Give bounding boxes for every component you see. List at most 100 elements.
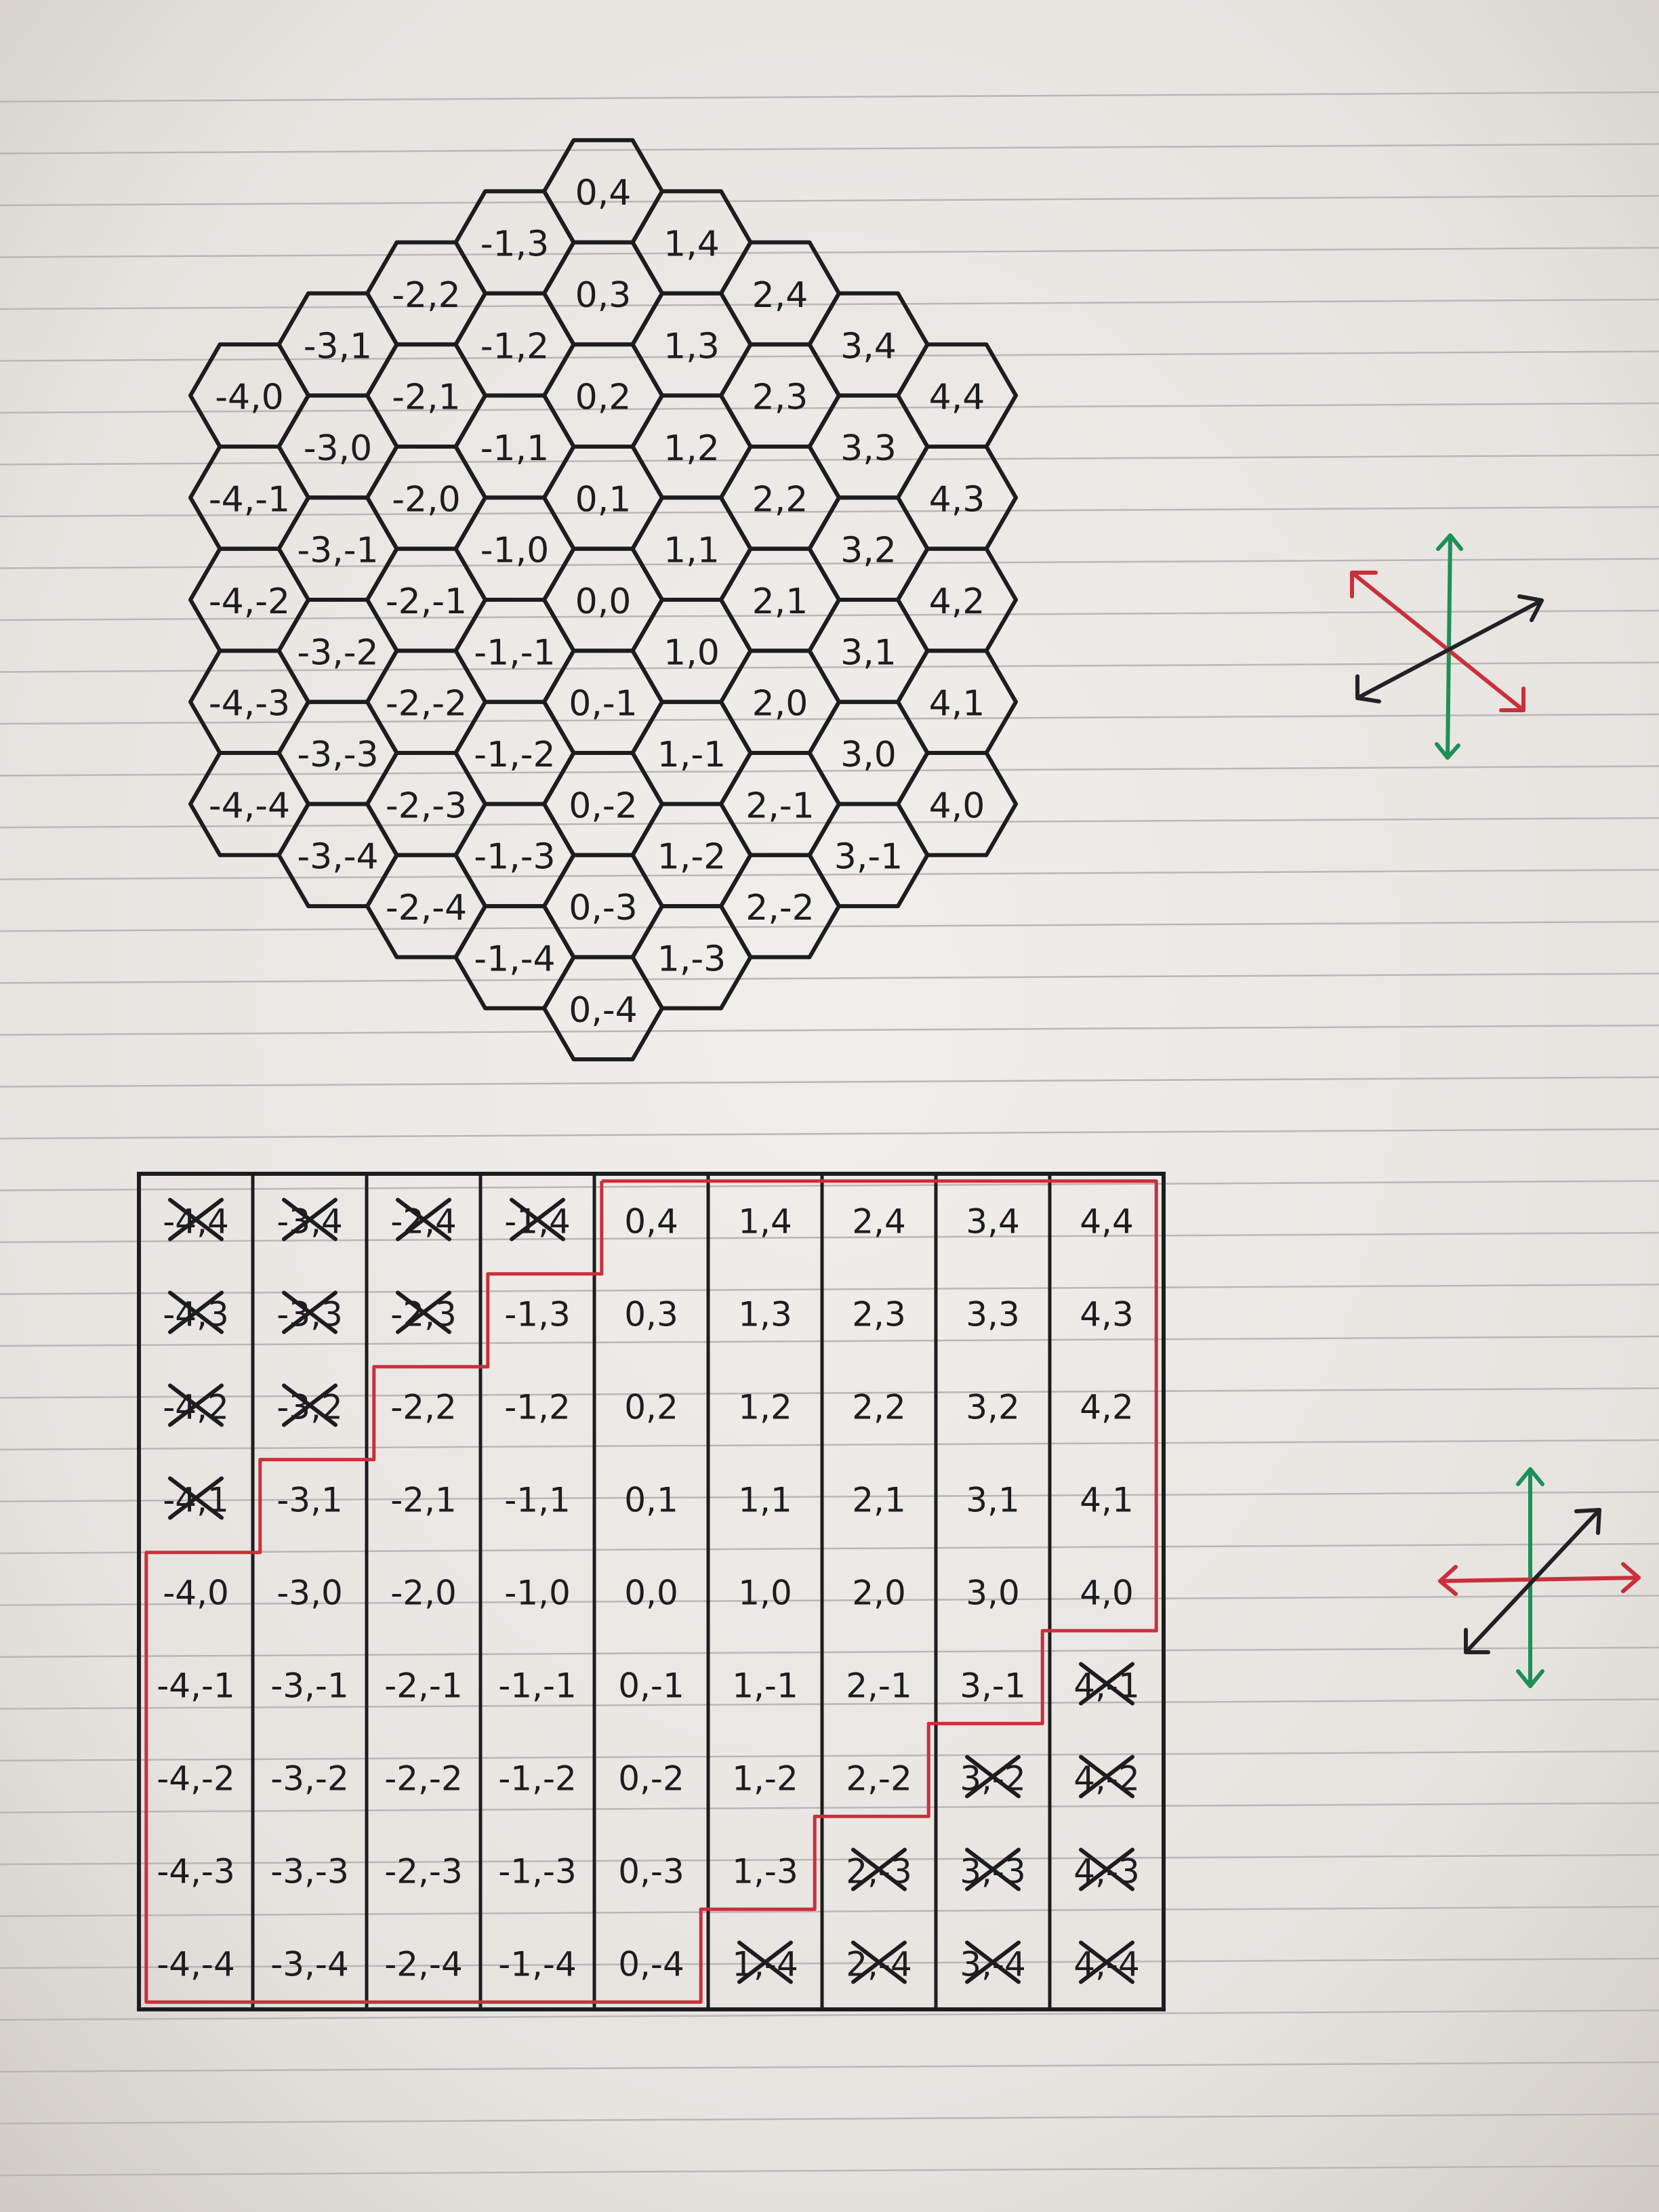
grid-cell-label: 2,4: [852, 1202, 906, 1242]
grid-cell: 1,4: [738, 1202, 792, 1242]
ruled-line: [0, 661, 1659, 673]
grid-cell-label: 1,0: [738, 1574, 792, 1613]
cross-out-mark: [510, 1197, 565, 1242]
hex-cell-label: 0,4: [575, 173, 632, 213]
grid-cell: -4,-1: [157, 1666, 235, 1706]
ruled-line: [0, 1439, 1659, 1451]
grid-cell: -4,2: [163, 1383, 229, 1427]
hex-cell-label: 4,0: [929, 785, 985, 826]
grid-cell-label: 4,0: [1080, 1574, 1134, 1613]
hex-cell-label: -1,-2: [474, 735, 555, 775]
ruled-line: [0, 1957, 1659, 1969]
grid-cell: -1,-4: [498, 1945, 577, 1984]
hex-cell-label: -2,-4: [386, 888, 467, 928]
hex-cell-label: 0,-4: [569, 990, 637, 1031]
grid-cell-label: -2,0: [390, 1574, 457, 1613]
grid-cell-label: -2,2: [390, 1388, 457, 1427]
ruled-line: [0, 765, 1659, 777]
grid-cell-label: 0,-3: [618, 1852, 684, 1891]
cross-out-mark: [1079, 1755, 1134, 1799]
grid-cell-label: -1,-1: [498, 1666, 577, 1706]
ruled-line: [0, 1853, 1659, 1866]
grid-cell-label: -2,-2: [384, 1759, 463, 1799]
grid-cell: 0,-3: [618, 1852, 684, 1891]
ruled-line: [0, 1128, 1659, 1140]
grid-cell-label: 3,0: [966, 1574, 1020, 1613]
grid-cell: -3,-1: [270, 1666, 349, 1706]
hex-cell-label: -4,0: [215, 377, 283, 418]
grid-cell-label: 0,1: [624, 1481, 678, 1520]
grid-cell-label: 3,3: [966, 1295, 1020, 1334]
ruled-line: [0, 298, 1659, 310]
grid-cell: 4,1: [1080, 1481, 1134, 1520]
hex-cell-label: 2,0: [752, 684, 808, 724]
cross-out-mark: [168, 1383, 224, 1427]
hex-cell: 3,4: [807, 291, 930, 398]
grid-cell: -1,2: [504, 1388, 571, 1427]
grid-cell: -3,3: [276, 1290, 343, 1334]
ruled-line: [0, 1698, 1659, 1710]
grid-cell-label: -2,-1: [384, 1666, 463, 1706]
grid-cell-label: 0,-4: [618, 1945, 684, 1984]
black-diagonal-arrow: [1355, 594, 1544, 703]
grid-cell: -3,2: [276, 1383, 343, 1427]
hex-cell: 1,4: [630, 189, 753, 295]
grid-cell: 1,2: [738, 1388, 792, 1427]
red-horizontal-arrow: [1438, 1562, 1641, 1596]
grid-cell-label: -2,1: [390, 1481, 457, 1520]
grid-cell-label: -3,-2: [270, 1759, 349, 1799]
grid-cell: 2,-3: [846, 1847, 912, 1891]
cross-out-mark: [1079, 1847, 1134, 1891]
grid-cell: 3,4: [966, 1202, 1020, 1242]
ruled-line: [0, 2165, 1659, 2177]
grid-cell: 1,-3: [732, 1852, 798, 1891]
grid-cell: 0,-1: [618, 1666, 684, 1706]
grid-cell: 4,2: [1080, 1388, 1134, 1427]
cross-out-mark: [1079, 1940, 1134, 1984]
red-diagonal-arrow: [1350, 571, 1525, 712]
ruled-line: [0, 2009, 1659, 2021]
hex-cell-label: -3,1: [304, 326, 372, 367]
grid-cell-label: 1,-2: [732, 1759, 798, 1799]
grid-cell-label: -2,-3: [384, 1852, 463, 1891]
hex-cell-label: 0,0: [575, 581, 632, 622]
grid-cell: 4,4: [1080, 1202, 1134, 1242]
grid-cell: -1,0: [504, 1574, 571, 1613]
hex-cell-label: 0,2: [575, 377, 632, 418]
grid-cell: -4,-2: [157, 1759, 235, 1799]
grid-cell: -4,4: [163, 1197, 229, 1242]
ruled-line: [0, 972, 1659, 984]
cross-out-mark: [965, 1940, 1021, 1984]
ruled-line: [0, 1906, 1659, 1917]
square-grid-diagram: -4,4-3,4-2,4-1,40,41,42,43,44,4-4,3-3,3-…: [137, 1172, 1166, 2011]
grid-cell: -2,3: [390, 1290, 457, 1334]
grid-cell: 2,3: [852, 1295, 906, 1334]
ruled-line: [0, 454, 1659, 466]
grid-cell-label: 1,-3: [732, 1852, 798, 1891]
hex-cell-label: -3,-4: [297, 837, 378, 878]
grid-cell: 4,-2: [1073, 1755, 1140, 1799]
hex-cell-label: 3,1: [840, 632, 897, 673]
hex-cell-label: -2,-2: [386, 684, 467, 724]
ruled-line: [0, 143, 1659, 155]
grid-cell-label: -3,-3: [270, 1852, 349, 1891]
grid-cell: 0,2: [624, 1388, 678, 1427]
ruled-line: [0, 2113, 1659, 2125]
black-diagonal-arrow: [1464, 1508, 1601, 1654]
cross-out-mark: [282, 1383, 337, 1427]
hex-cell-label: 4,2: [929, 581, 985, 622]
grid-cell: -3,1: [276, 1481, 343, 1520]
grid-cell-label: 0,3: [624, 1295, 678, 1334]
grid-cell: 4,3: [1080, 1295, 1134, 1334]
hex-cell-label: -1,2: [480, 326, 549, 367]
ruled-line: [0, 1595, 1659, 1606]
grid-cell: 1,0: [738, 1574, 792, 1613]
grid-cell: 2,-2: [846, 1759, 912, 1799]
hex-cell-label: 2,4: [752, 275, 808, 316]
grid-cell: 1,-4: [732, 1940, 798, 1984]
grid-cell-label: -1,0: [504, 1574, 571, 1613]
grid-cell: 3,-4: [960, 1940, 1026, 1984]
hex-cell-label: 3,2: [840, 531, 897, 571]
grid-cell: 3,-1: [960, 1666, 1026, 1706]
